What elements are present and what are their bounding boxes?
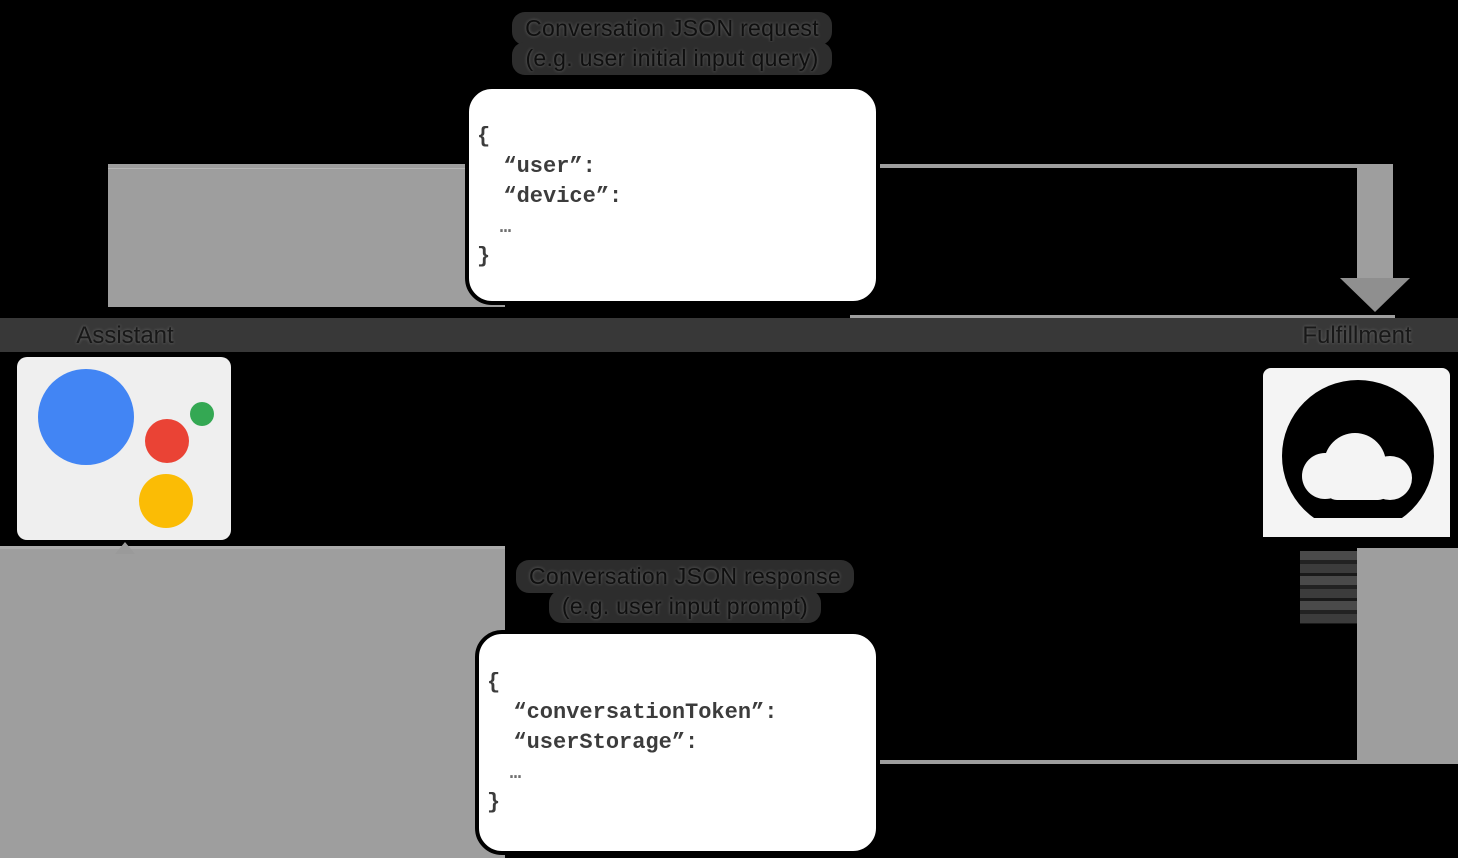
code-line-ellipsis: … <box>477 216 512 238</box>
code-line: “conversationToken”: <box>487 700 778 725</box>
fulfillment-label: Fulfillment <box>1302 322 1412 349</box>
response-arrow-column <box>1357 548 1458 764</box>
code-line: { <box>487 670 501 695</box>
request-arrow-bottom-edge <box>850 315 1395 319</box>
response-title: Conversation JSON response <box>515 560 855 593</box>
response-title-row: Conversation JSON response <box>415 560 955 593</box>
cloud-icon <box>1263 380 1450 537</box>
code-line-ellipsis: … <box>487 762 522 784</box>
code-line: “user”: <box>477 154 596 179</box>
request-arrow-body <box>108 165 505 307</box>
response-subtitle-row: (e.g. user input prompt) <box>415 590 955 623</box>
request-subtitle: (e.g. user initial input query) <box>512 42 832 75</box>
request-json-box: { “user”: “device”: … } <box>465 85 880 305</box>
assistant-logo-green-dot <box>190 402 214 426</box>
request-arrow-shaft <box>1357 166 1393 280</box>
response-json-code: { “conversationToken”: “userStorage”: … … <box>479 634 876 818</box>
assistant-label: Assistant <box>76 322 174 349</box>
label-band: Assistant Fulfillment <box>0 318 1458 352</box>
code-line: “userStorage”: <box>487 730 699 755</box>
arrowhead-down-icon <box>1340 278 1410 312</box>
code-line: } <box>487 790 501 815</box>
code-line: “device”: <box>477 184 623 209</box>
texture-stripes <box>1300 551 1357 624</box>
code-line: { <box>477 124 491 149</box>
response-arrow-body <box>0 546 505 858</box>
assistant-logo-red-dot <box>145 419 189 463</box>
request-title-row: Conversation JSON request <box>402 12 942 45</box>
arrowhead-up-icon <box>115 542 135 554</box>
request-title: Conversation JSON request <box>512 12 832 45</box>
response-subtitle: (e.g. user input prompt) <box>548 590 822 623</box>
fulfillment-card <box>1263 368 1450 537</box>
response-json-box: { “conversationToken”: “userStorage”: … … <box>475 630 880 855</box>
response-arrow-line <box>460 760 1360 764</box>
assistant-card <box>17 357 231 540</box>
code-line: } <box>477 244 491 269</box>
request-subtitle-row: (e.g. user initial input query) <box>402 42 942 75</box>
assistant-logo-yellow-dot <box>139 474 193 528</box>
assistant-logo-blue-dot <box>38 369 134 465</box>
request-json-code: { “user”: “device”: … } <box>469 89 876 272</box>
